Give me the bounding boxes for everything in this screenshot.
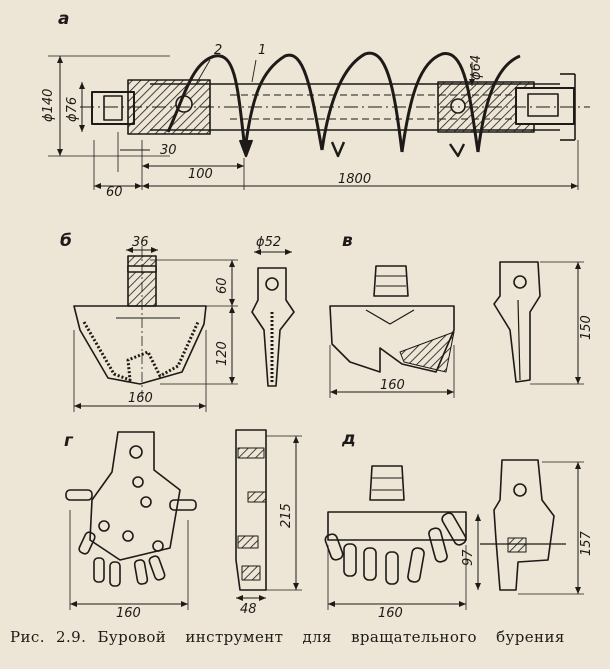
caption-prefix: Рис. 2.9.: [10, 628, 87, 646]
dim-160-g: 160: [116, 606, 141, 621]
dim-60-b: 60: [215, 277, 230, 294]
dim-157: 157: [579, 530, 594, 556]
dim-160-d: 160: [378, 606, 403, 621]
panel-v-drawing: [329, 261, 584, 398]
dim-97: 97: [461, 549, 476, 566]
label-part-2: 2: [214, 43, 222, 58]
panel-a-letter: а: [58, 9, 69, 29]
dim-d52: ϕ52: [256, 235, 281, 250]
panel-b-letter: б: [60, 231, 72, 251]
dim-48: 48: [240, 602, 257, 617]
dim-30: 30: [160, 143, 177, 158]
dim-d140: ϕ140: [41, 89, 56, 122]
dim-d64: ϕ64: [469, 55, 484, 80]
dim-160-v: 160: [380, 378, 405, 393]
panel-d-letter: д: [341, 429, 356, 449]
panel-g-letter: г: [64, 431, 74, 451]
dim-d76: ϕ76: [65, 97, 80, 122]
dim-150: 150: [579, 315, 594, 340]
dim-100: 100: [188, 167, 213, 182]
label-part-1: 1: [258, 43, 266, 58]
panel-b-drawing: [73, 246, 295, 412]
panel-d-drawing: [324, 459, 584, 610]
dim-60-a: 60: [106, 185, 123, 200]
caption-text: Буровой инструмент для вращательного бур…: [97, 628, 565, 646]
panel-g-drawing: [65, 429, 302, 610]
dim-120: 120: [215, 341, 230, 366]
auger-drawing: [48, 51, 590, 190]
figure-caption: Рис. 2.9. Буровой инструмент для вращате…: [10, 628, 600, 646]
dim-215: 215: [279, 503, 294, 528]
dim-160-b: 160: [128, 391, 153, 406]
dim-1800: 1800: [338, 172, 371, 187]
panel-v-letter: в: [342, 231, 353, 251]
dim-36: 36: [132, 235, 149, 250]
